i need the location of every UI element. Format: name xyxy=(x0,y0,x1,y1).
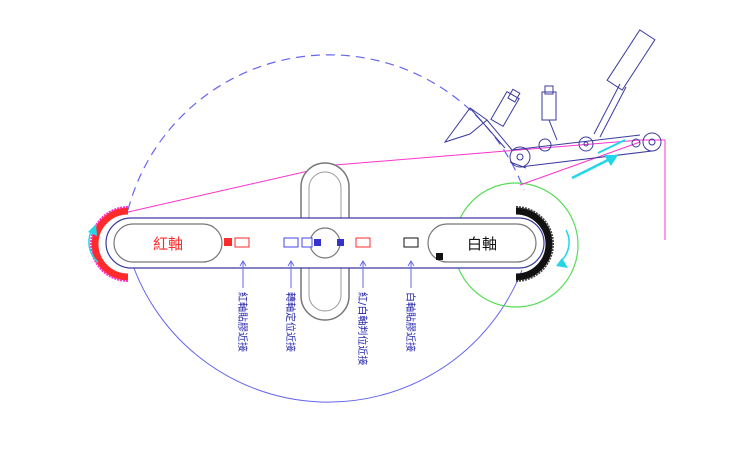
white-shaft-rotation-arrow xyxy=(559,229,570,263)
rotation-sensor-target xyxy=(283,237,299,248)
white-shaft-roll xyxy=(515,207,553,281)
sensor-label-white-shaft: 白軸貼膠近接 xyxy=(404,292,417,352)
feed-direction-arrowhead xyxy=(604,155,618,166)
red-white-sensor-target xyxy=(355,237,371,248)
white-shaft-label: 白軸 xyxy=(467,235,497,253)
roller-3 xyxy=(578,136,594,152)
feed-direction-arrow xyxy=(571,156,613,180)
white-shaft-slot xyxy=(427,223,537,263)
swing-circle-dashed-arc xyxy=(127,54,525,211)
cylinder-1 xyxy=(490,90,520,128)
tape-path-lower xyxy=(519,141,641,186)
tape-path xyxy=(127,139,666,240)
feed-direction-arrow-2 xyxy=(597,139,626,154)
red-shaft-roll xyxy=(91,207,129,281)
red-shaft-slot xyxy=(113,223,223,263)
red-shaft-roll-outer xyxy=(90,206,129,282)
tape-feed-mechanism xyxy=(443,29,662,169)
sensor-arrows xyxy=(239,260,415,288)
red-shaft-sensor-target xyxy=(234,237,250,248)
red-shaft-sensor-target-filled xyxy=(224,238,232,246)
hub-marker-right xyxy=(337,239,344,246)
cylinder-2 xyxy=(541,91,557,121)
white-shaft-rotation-arrowhead xyxy=(556,258,568,268)
red-shaft-rotation-arrowhead xyxy=(88,224,97,236)
hub-marker-left xyxy=(314,239,321,246)
red-shaft-label: 紅軸 xyxy=(153,235,183,253)
cylinder-long xyxy=(606,29,656,91)
sensor-label-red-white: 紅/白軸判位近接 xyxy=(356,292,369,365)
rotation-sensor-target-2 xyxy=(301,237,313,248)
roller-5 xyxy=(631,138,641,148)
roller-2 xyxy=(538,138,552,152)
cutter-blade xyxy=(443,107,488,143)
white-shaft-sensor-target xyxy=(403,237,419,248)
sensor-label-red-shaft: 紅軸貼膠近接 xyxy=(236,292,249,352)
white-shaft-sensor-target-filled xyxy=(436,253,443,260)
swing-circle-solid-arc xyxy=(127,249,523,403)
white-shaft-roll-outer xyxy=(515,206,554,282)
roller-4 xyxy=(642,132,662,152)
sensor-label-rotation: 轉軸定位近接 xyxy=(284,292,297,352)
